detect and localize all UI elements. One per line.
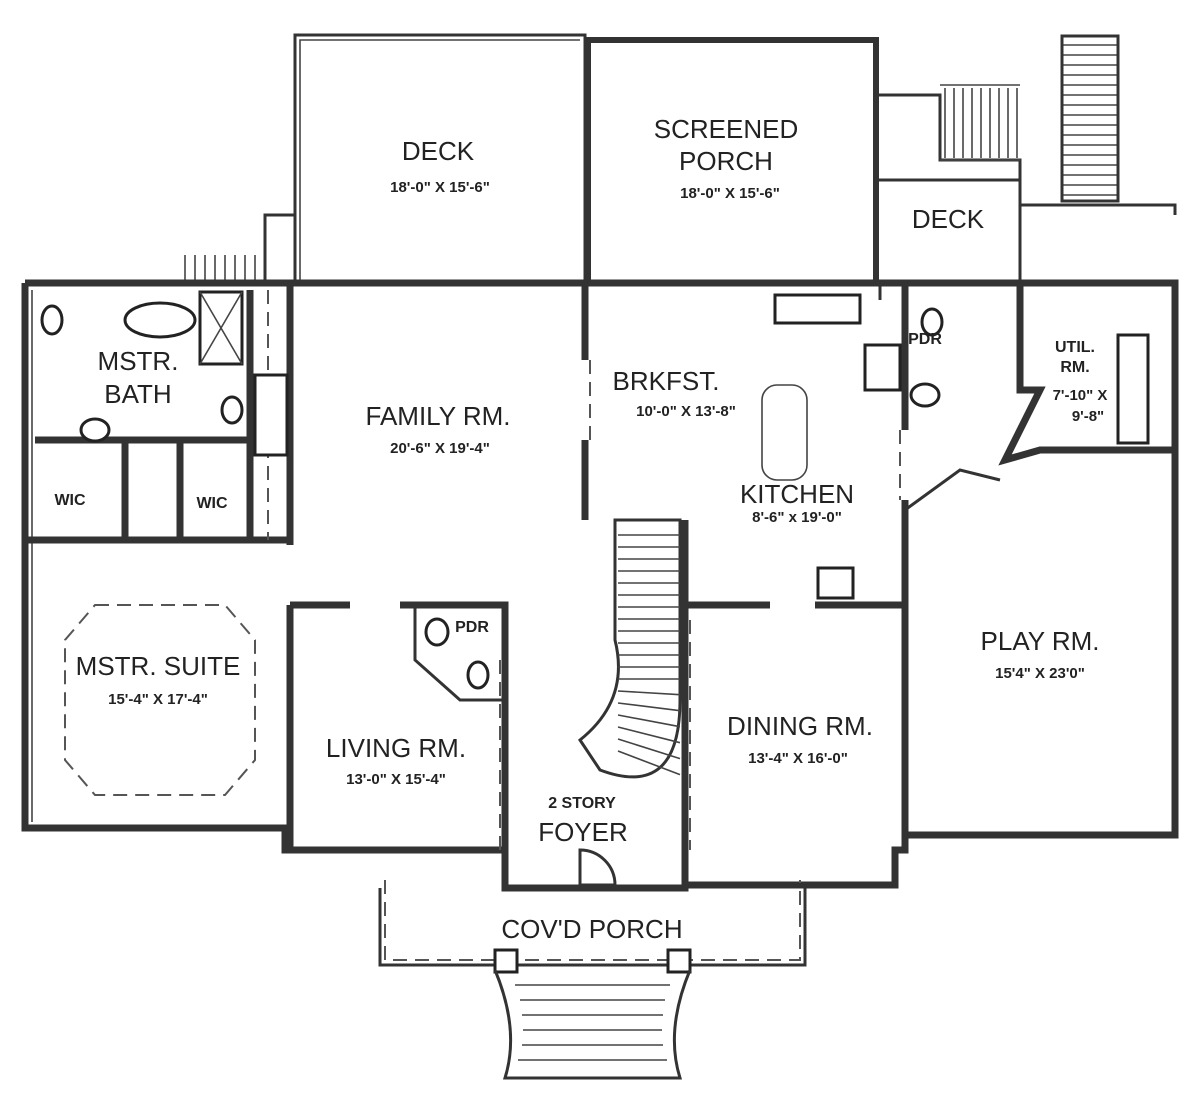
curved-staircase [577, 518, 682, 779]
fireplace [253, 373, 289, 457]
toilet [920, 307, 944, 337]
dashed-overhead-lines [64, 290, 901, 961]
sink [424, 617, 450, 647]
toilet [466, 660, 490, 690]
master-suite-dims: 15'-4" X 17'-4" [108, 691, 208, 708]
room-labels: DECK 18'-0" X 15'-6" SCREENED PORCH 18'-… [54, 114, 1107, 944]
master-suite-name: MSTR. SUITE [76, 651, 241, 681]
railing-left [184, 255, 256, 283]
play-room-dims: 15'4" X 23'0" [995, 665, 1085, 682]
powder-upper-label: PDR [908, 331, 942, 348]
utility-dims-1: 7'-10" X [1053, 387, 1108, 404]
washer-dryer [1116, 333, 1150, 445]
wic-right-label: WIC [196, 495, 228, 512]
toilet [40, 304, 64, 336]
screened-porch-name-2: PORCH [679, 146, 773, 176]
family-room-dims: 20'-6" X 19'-4" [390, 440, 490, 457]
kitchen-name: KITCHEN [740, 479, 854, 509]
stair-tread [617, 750, 681, 776]
breakfast-name: BRKFST. [613, 366, 720, 396]
deck-side-name: DECK [912, 204, 985, 234]
sink [79, 417, 111, 443]
kitchen-sink [773, 293, 862, 325]
stair-tread [617, 714, 681, 728]
foyer-name-2: FOYER [538, 817, 628, 847]
deck-rear-dims: 18'-0" X 15'-6" [390, 179, 490, 196]
play-room-name: PLAY RM. [981, 626, 1100, 656]
sink [220, 395, 244, 425]
sink [909, 382, 941, 408]
stair-tread [617, 690, 681, 696]
kitchen-dims: 8'-6" x 19'-0" [752, 509, 842, 526]
powder-lower-label: PDR [455, 619, 489, 636]
screened-porch-name-1: SCREENED [654, 114, 798, 144]
deck-stairs [944, 44, 1118, 196]
dining-room-dims: 13'-4" X 16'-0" [748, 750, 848, 767]
fixtures [40, 290, 1150, 887]
family-room-name: FAMILY RM. [366, 401, 511, 431]
dining-room-name: DINING RM. [727, 711, 873, 741]
stair-tread [617, 738, 681, 760]
fridge [816, 566, 855, 600]
wic-left-label: WIC [54, 492, 86, 509]
living-room-dims: 13'-0" X 15'-4" [346, 771, 446, 788]
living-room-name: LIVING RM. [326, 733, 466, 763]
breakfast-dims: 10'-0" X 13'-8" [636, 403, 736, 420]
master-bath-name-1: MSTR. [98, 346, 179, 376]
covered-porch-outline [378, 888, 807, 1080]
screened-porch-dims: 18'-0" X 15'-6" [680, 185, 780, 202]
front-door [578, 848, 617, 887]
utility-name-2: RM. [1060, 359, 1089, 376]
covered-porch-name: COV'D PORCH [501, 914, 682, 944]
side-deck-and-stairs [878, 34, 1177, 283]
utility-dims-2: 9'-8" [1072, 408, 1104, 425]
kitchen-island [761, 384, 808, 481]
stair-tread [617, 702, 681, 712]
range [863, 343, 902, 392]
foyer-name-1: 2 STORY [548, 795, 616, 812]
stair-tread [617, 726, 681, 744]
bathtub [123, 301, 197, 339]
interior-walls [25, 283, 1175, 888]
utility-name-1: UTIL. [1055, 339, 1095, 356]
deck-rear-name: DECK [402, 136, 475, 166]
master-bath-name-2: BATH [104, 379, 171, 409]
